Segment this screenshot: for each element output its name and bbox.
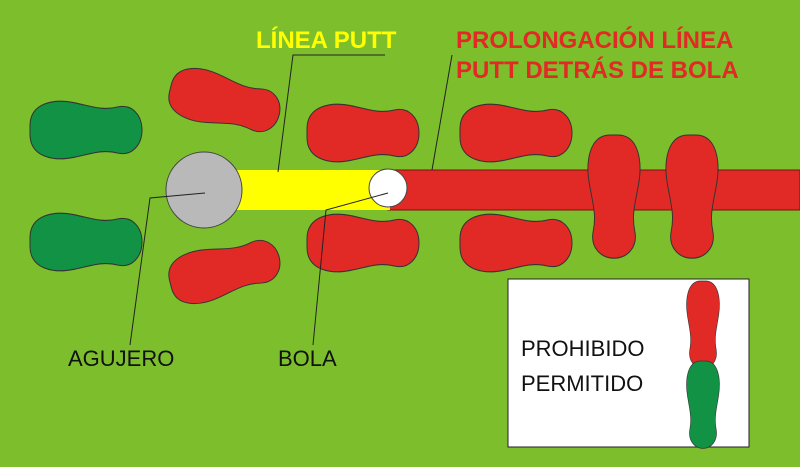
- hole: [165, 151, 243, 229]
- legend: PROHIBIDO PERMITIDO: [507, 278, 750, 449]
- allowed-footprint: [29, 100, 143, 160]
- green-footprint-icon: [686, 360, 720, 449]
- forbidden-footprint: [306, 103, 420, 163]
- extension-leader: [431, 54, 453, 171]
- putt-line-leader: [277, 54, 385, 173]
- hole-label: AGUJERO: [68, 346, 174, 371]
- forbidden-footprint: [306, 213, 420, 273]
- forbidden-footprint: [587, 134, 641, 259]
- forbidden-footprint: [459, 103, 573, 163]
- allowed-footprint: [29, 212, 143, 272]
- red-footprint-icon: [686, 280, 720, 369]
- extension-label-line1: PROLONGACIÓN LÍNEA: [456, 26, 733, 54]
- forbidden-footprint: [459, 213, 573, 273]
- hole-leader: [129, 192, 206, 346]
- ball: [368, 168, 408, 208]
- ball-leader: [312, 192, 389, 346]
- legend-forbidden-label: PROHIBIDO: [521, 336, 644, 361]
- legend-allowed-label: PERMITIDO: [521, 371, 643, 396]
- extension-label-line2: PUTT DETRÁS DE BOLA: [456, 56, 739, 84]
- ball-label: BOLA: [278, 346, 337, 371]
- forbidden-footprint: [665, 134, 719, 259]
- putt-line-label: LÍNEA PUTT: [256, 26, 397, 54]
